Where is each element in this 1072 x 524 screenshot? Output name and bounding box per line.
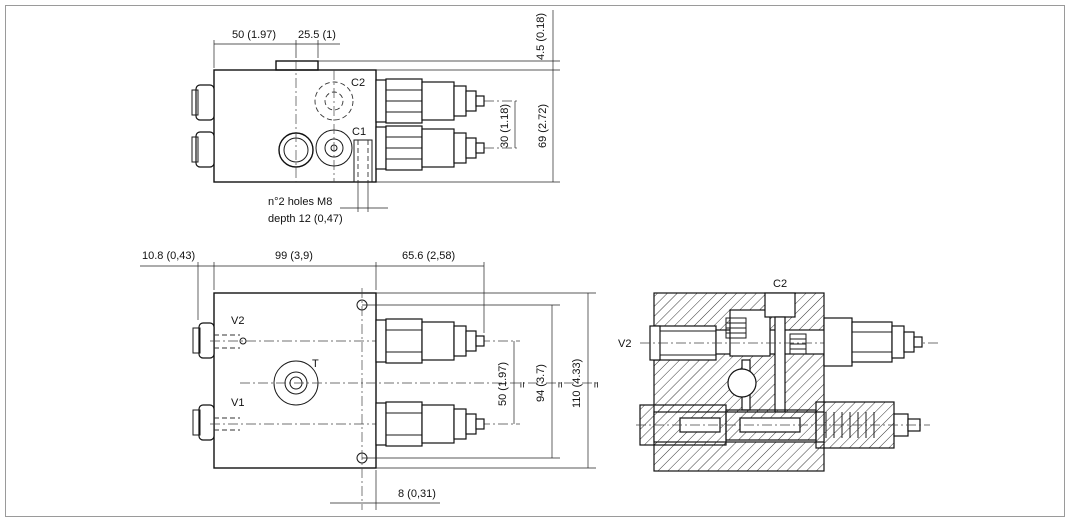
dim-front-height: 110 (4.33) (571, 359, 583, 408)
port-v1-label: V1 (231, 397, 244, 409)
front-cartridge-upper (375, 318, 485, 364)
port-v2-label: V2 (231, 315, 244, 327)
top-view (191, 10, 560, 212)
dim-front-right: 65.6 (2,58) (402, 250, 455, 262)
dim-top-offset: 25.5 (1) (298, 29, 336, 41)
equal-sign-2: = (555, 382, 567, 388)
front-view (140, 262, 600, 510)
dim-top-spacing: 30 (1.18) (499, 104, 511, 148)
section-port-c2-label: C2 (773, 278, 787, 290)
top-boss (275, 60, 319, 71)
equal-sign-1: = (517, 382, 529, 388)
section-view (636, 292, 940, 472)
front-cartridge-lower (375, 401, 485, 447)
equal-sign-3: = (591, 382, 603, 388)
dim-front-holes: 94 (3.7) (535, 364, 547, 402)
top-cartridge-upper (375, 78, 485, 124)
holes-depth-label: depth 12 (0,47) (268, 213, 343, 225)
port-c1-label: C1 (352, 126, 366, 138)
dim-top-gap: 4.5 (0.18) (535, 13, 547, 60)
dim-front-spacing: 50 (1.97) (497, 362, 509, 406)
port-c2-label: C2 (351, 77, 365, 89)
holes-label: n°2 holes M8 (268, 196, 332, 208)
dim-front-left: 10.8 (0,43) (142, 250, 195, 262)
dim-top-width: 50 (1.97) (232, 29, 276, 41)
dim-top-height: 69 (2.72) (537, 104, 549, 148)
top-cartridge-lower (375, 125, 485, 171)
front-body (213, 292, 377, 469)
port-t-label: T (312, 358, 319, 370)
section-port-v2-label: V2 (618, 338, 631, 350)
dim-front-bottom: 8 (0,31) (398, 488, 436, 500)
dim-front-width: 99 (3,9) (275, 250, 313, 262)
drawing-frame (5, 5, 1065, 517)
